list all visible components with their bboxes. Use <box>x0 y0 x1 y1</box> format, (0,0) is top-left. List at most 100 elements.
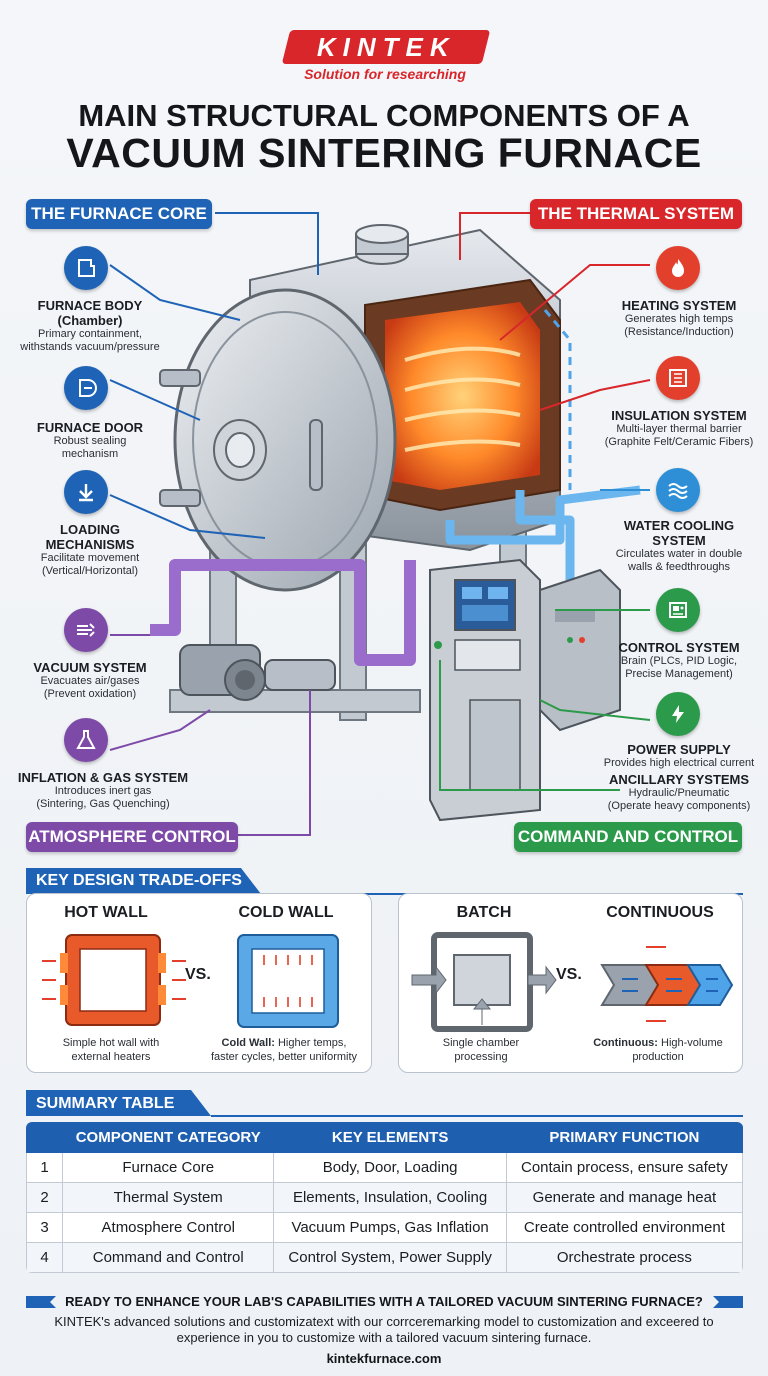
heating-system-title: HEATING SYSTEM <box>621 298 737 313</box>
vs-label-1: VS. <box>185 966 211 983</box>
table-cell: Control System, Power Supply <box>273 1242 507 1273</box>
table-cell: 3 <box>26 1212 63 1243</box>
table-cell: Body, Door, Loading <box>273 1152 507 1183</box>
table-cell: Atmosphere Control <box>61 1212 275 1243</box>
brand-tagline: Solution for researching <box>304 66 466 82</box>
table-cell: Furnace Core <box>61 1152 275 1183</box>
hot-wall-diagram <box>42 934 186 1026</box>
insulation-icon <box>656 356 700 400</box>
continuous-caption-text: High-volume production <box>632 1037 723 1063</box>
insulation-system-label: INSULATION SYSTEM Multi-layer thermal ba… <box>596 408 762 449</box>
table-cell: Create controlled environment <box>505 1212 743 1243</box>
cooling-pipe <box>445 485 641 545</box>
vacuum-system-title: VACUUM SYSTEM <box>33 660 147 675</box>
furnace-body-label: FURNACE BODY (Chamber) Primary containme… <box>10 298 170 354</box>
table-cell: Thermal System <box>61 1182 275 1213</box>
water-cooling-label: WATER COOLING SYSTEM Circulates water in… <box>596 518 762 574</box>
loading-mechanisms-title: LOADING MECHANISMS <box>45 522 135 552</box>
furnace-door-title: FURNACE DOOR <box>36 420 144 435</box>
footer-url-link[interactable]: kintekfurnace.com <box>326 1351 442 1366</box>
footer-question: READY TO ENHANCE YOUR LAB'S CAPABILITIES… <box>65 1294 703 1309</box>
heating-system-label: HEATING SYSTEM Generates high temps (Res… <box>596 298 762 339</box>
vacuum-icon <box>64 608 108 652</box>
vacuum-system-label: VACUUM SYSTEM Evacuates air/gases (Preve… <box>10 660 170 701</box>
cold-wall-title: COLD WALL <box>238 904 334 921</box>
brand-logo: KINTEK <box>281 30 491 64</box>
lightning-icon <box>656 692 700 736</box>
table-row: 3 Atmosphere Control Vacuum Pumps, Gas I… <box>26 1212 743 1243</box>
insulation-system-title: INSULATION SYSTEM <box>611 408 747 423</box>
table-cell: Vacuum Pumps, Gas Inflation <box>273 1212 507 1243</box>
summary-header: SUMMARY TABLE <box>36 1095 175 1112</box>
continuous-caption-bold: Continuous: <box>593 1037 658 1049</box>
table-header-elements: KEY ELEMENTS <box>273 1122 507 1153</box>
table-cell: Orchestrate process <box>505 1242 743 1273</box>
inflation-gas-title: INFLATION & GAS SYSTEM <box>17 770 189 785</box>
table-cell: 1 <box>26 1152 63 1183</box>
flame-icon <box>656 246 700 290</box>
furnace-door-label: FURNACE DOOR Robust sealing mechanism <box>10 420 170 461</box>
ancillary-systems-title: ANCILLARY SYSTEMS <box>608 772 750 787</box>
heating-system-desc: Generates high temps (Resistance/Inducti… <box>624 313 734 338</box>
water-cooling-title: WATER COOLING SYSTEM <box>623 518 735 548</box>
section-command-control: COMMAND AND CONTROL <box>514 822 742 852</box>
furnace-illustration <box>109 212 651 836</box>
power-supply-title: POWER SUPPLY <box>627 742 731 757</box>
summary-table: COMPONENT CATEGORY KEY ELEMENTS PRIMARY … <box>26 1122 743 1273</box>
tradeoff-diagrams <box>42 932 734 1032</box>
footer-paragraph: KINTEK's advanced solutions and customiz… <box>54 1314 714 1345</box>
down-arrow-icon <box>64 470 108 514</box>
hot-wall-title: HOT WALL <box>64 904 148 921</box>
table-cell: Command and Control <box>61 1242 275 1273</box>
section-furnace-core: THE FURNACE CORE <box>26 199 212 229</box>
table-row: 1 Furnace Core Body, Door, Loading Conta… <box>26 1152 743 1183</box>
control-system-label: CONTROL SYSTEM Brain (PLCs, PID Logic, P… <box>596 640 762 681</box>
furnace-body-desc: Primary containment, withstands vacuum/p… <box>20 328 160 353</box>
table-header-function: PRIMARY FUNCTION <box>505 1122 743 1153</box>
footer-ribbon <box>26 1296 743 1308</box>
table-cell: Contain process, ensure safety <box>505 1152 743 1183</box>
cold-wall-caption: Cold Wall: Higher temps, faster cycles, … <box>196 1036 372 1064</box>
table-row: 4 Command and Control Control System, Po… <box>26 1242 743 1273</box>
continuous-caption: Continuous: High-volume production <box>580 1036 736 1064</box>
table-header-row: COMPONENT CATEGORY KEY ELEMENTS PRIMARY … <box>26 1122 743 1153</box>
waves-icon <box>656 468 700 512</box>
cold-wall-caption-text: Higher temps, faster cycles, better unif… <box>210 1037 358 1063</box>
power-supply-label: POWER SUPPLY Provides high electrical cu… <box>590 742 768 813</box>
chamber-icon <box>64 246 108 290</box>
table-row: 2 Thermal System Elements, Insulation, C… <box>26 1182 743 1213</box>
vs-label-2: VS. <box>556 966 582 983</box>
table-cell: Elements, Insulation, Cooling <box>273 1182 507 1213</box>
table-header-category: COMPONENT CATEGORY <box>61 1122 275 1153</box>
vacuum-pipe <box>150 559 416 666</box>
vacuum-system-desc: Evacuates air/gases (Prevent oxidation) <box>40 675 140 700</box>
flask-icon <box>64 718 108 762</box>
section-atmosphere-control: ATMOSPHERE CONTROL <box>26 822 238 852</box>
continuous-title: CONTINUOUS <box>606 904 714 921</box>
cold-wall-caption-bold: Cold Wall: <box>221 1037 275 1049</box>
heating-zone <box>385 302 540 490</box>
brand-name: KINTEK <box>316 31 456 62</box>
vacuum-pump <box>179 644 336 701</box>
furnace-door-desc: Robust sealing mechanism <box>53 435 127 460</box>
door-icon <box>64 366 108 410</box>
summary-header-bar <box>26 1090 743 1117</box>
control-system-title: CONTROL SYSTEM <box>618 640 740 655</box>
batch-caption: Single chamber processing <box>442 1037 520 1063</box>
table-header-num <box>26 1122 63 1153</box>
ancillary-systems-desc: Hydraulic/Pneumatic (Operate heavy compo… <box>607 787 751 812</box>
loading-mechanisms-label: LOADING MECHANISMS Facilitate movement (… <box>10 522 170 578</box>
tradeoffs-header: KEY DESIGN TRADE-OFFS <box>36 872 242 889</box>
page-title-line1: MAIN STRUCTURAL COMPONENTS OF A <box>78 98 690 133</box>
batch-title: BATCH <box>456 904 512 921</box>
control-panel-icon <box>656 588 700 632</box>
inflation-gas-label: INFLATION & GAS SYSTEM Introduces inert … <box>8 770 198 811</box>
batch-diagram <box>411 932 557 1032</box>
control-console <box>429 558 541 822</box>
cold-wall-diagram <box>237 934 339 1028</box>
table-cell: Generate and manage heat <box>505 1182 743 1213</box>
table-cell: 2 <box>26 1182 63 1213</box>
continuous-diagram <box>600 946 734 1022</box>
loading-mechanisms-desc: Facilitate movement (Vertical/Horizontal… <box>40 552 140 577</box>
furnace-door <box>173 288 397 592</box>
